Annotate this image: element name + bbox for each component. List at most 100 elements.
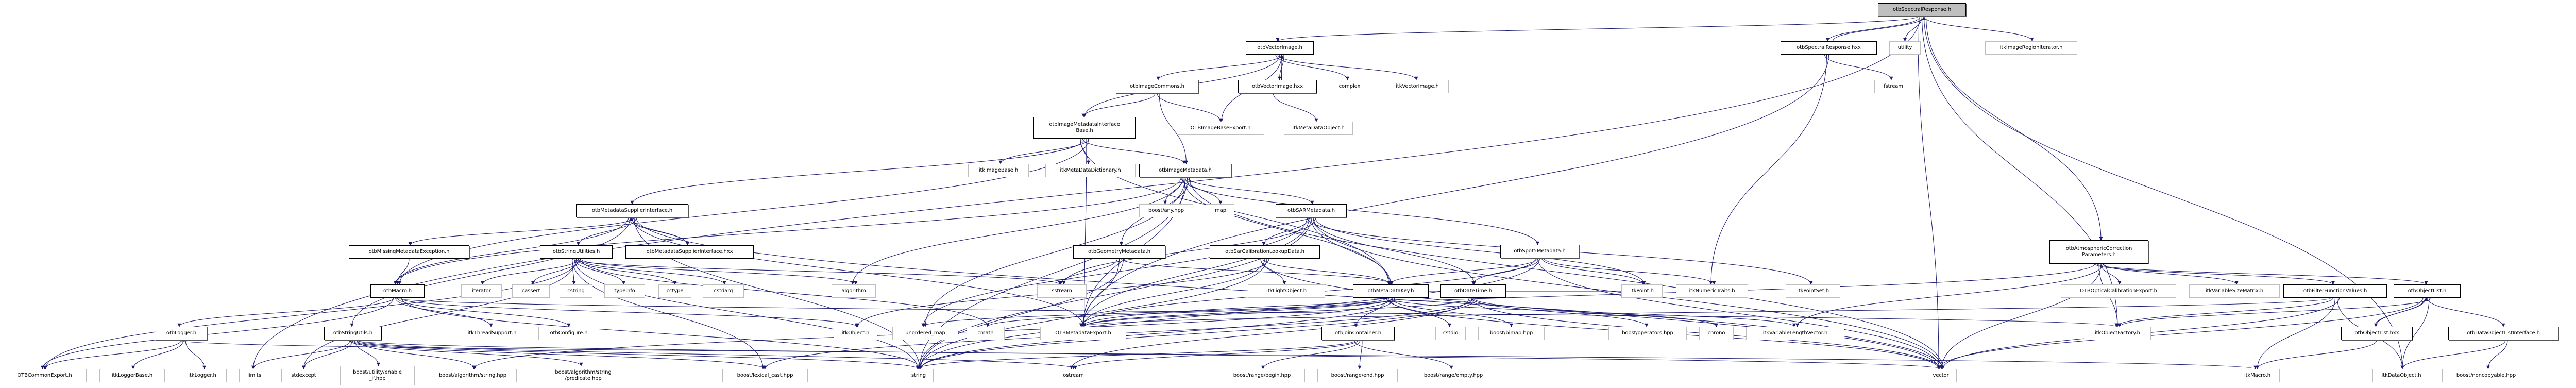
graph-node-strutils[interactable]: otbStringUtils.h — [324, 327, 382, 340]
edge-join-to-ostream — [1072, 340, 1359, 369]
graph-node-cctype: cctype — [658, 284, 691, 298]
edge-spot5-to-itknumtraits — [1544, 258, 1716, 285]
edge-strutilities-to-typeinfo — [574, 258, 625, 285]
graph-node-ffv[interactable]: otbFilterFunctionValues.h — [2283, 284, 2387, 298]
graph-node-operators: boost/operators.hpp — [1608, 327, 1687, 340]
graph-node-itkiri: itkImageRegionIterator.h — [1985, 41, 2077, 55]
edge-mdkey-to-cstdio — [1388, 297, 1451, 327]
edge-imgmd-to-algorithm — [851, 177, 1183, 285]
edge-root-to-itkiri — [1924, 16, 2034, 42]
graph-node-geommd[interactable]: otbGeometryMetadata.h — [1073, 245, 1165, 259]
edge-imgmd-to-vector — [1189, 177, 1945, 369]
edge-strutilities-to-cmath — [580, 258, 990, 327]
graph-node-map: map — [1207, 204, 1234, 217]
graph-node-string: string — [904, 369, 934, 382]
graph-node-itkdataobj: itkDataObject.h — [2372, 369, 2430, 382]
edge-srhxx-to-root — [1833, 16, 1926, 42]
graph-node-itkobjfac: itkObjectFactory.h — [2084, 327, 2151, 340]
edge-sarcal-to-vector — [1260, 258, 1941, 369]
edge-strutils-to-limits — [251, 340, 351, 369]
edge-macro-to-itkobjfac — [395, 297, 2118, 327]
graph-node-rend: boost/range/end.hpp — [1317, 369, 1398, 382]
edge-root-to-limits — [251, 16, 1920, 369]
graph-node-macro[interactable]: otbMacro.h — [370, 284, 425, 298]
edge-imgcommons-to-otbimgexp — [1157, 93, 1223, 122]
graph-node-vecimghxx[interactable]: otbVectorImage.hxx — [1238, 80, 1317, 93]
graph-node-algstring: boost/algorithm/string.hpp — [429, 369, 517, 382]
edge-srhxx-to-fstream — [1824, 54, 1893, 80]
edge-mdkey-to-otbmdexp — [1082, 297, 1393, 327]
edge-macro-to-logger — [177, 297, 394, 327]
graph-node-rbegin: boost/range/begin.hpp — [1219, 369, 1305, 382]
graph-node-missing[interactable]: otbMissingMetadataException.h — [349, 245, 469, 259]
edge-sarmd-to-otbmdexp — [1080, 217, 1310, 327]
graph-node-objlist[interactable]: otbObjectList.h — [2394, 284, 2461, 298]
graph-node-objlisthxx[interactable]: otbObjectList.hxx — [2341, 327, 2413, 340]
graph-node-sarcal[interactable]: otbSarCalibrationLookupData.h — [1210, 245, 1320, 259]
graph-node-msi[interactable]: otbMetadataSupplierInterface.h — [576, 204, 688, 217]
graph-node-strutilities[interactable]: otbStringUtilities.h — [540, 245, 613, 259]
edge-imib-to-macro — [398, 138, 1089, 285]
edge-objlisthxx-to-objlist — [2375, 297, 2428, 327]
graph-node-otbimgexp: OTBImageBaseExport.h — [1177, 122, 1264, 135]
edge-msihxx-to-msi — [629, 217, 688, 246]
graph-node-logger[interactable]: otbLogger.h — [156, 327, 207, 340]
graph-node-cstdarg: cstdarg — [703, 284, 744, 298]
graph-node-dolint[interactable]: otbDataObjectListInterface.h — [2448, 327, 2558, 340]
graph-node-boostany: boost/any.hpp — [1139, 204, 1193, 217]
edge-mdkey-to-cmath — [986, 297, 1395, 327]
edge-mdkey-to-bimap — [1391, 297, 1513, 327]
graph-node-utility: utility — [1889, 41, 1921, 55]
graph-node-msihxx[interactable]: otbMetadataSupplierInterface.hxx — [625, 245, 754, 259]
graph-node-itkvecimg: itkVectorImage.h — [1386, 80, 1449, 93]
edge-msi-to-otbmdexp — [632, 217, 1085, 327]
graph-node-srhxx[interactable]: otbSpectralResponse.hxx — [1781, 41, 1877, 55]
edge-strutils-to-algpred — [348, 340, 583, 366]
graph-node-iterator: iterator — [461, 284, 502, 298]
graph-node-root[interactable]: otbSpectralResponse.h — [1878, 3, 1966, 16]
graph-node-spot5[interactable]: otbSpot5Metadata.h — [1500, 245, 1579, 258]
edge-atmo-to-objlist — [2096, 263, 2428, 285]
graph-node-chrono: chrono — [1699, 327, 1734, 340]
edge-root-to-vecimg — [1276, 16, 1918, 42]
edge-datetime-to-otbmdexp — [1082, 297, 1476, 327]
graph-node-atmo[interactable]: otbAtmosphericCorrection Parameters.h — [2049, 240, 2148, 264]
edge-strutils-to-vector — [354, 340, 1943, 369]
graph-node-itkpoint: itkPoint.h — [1621, 284, 1663, 298]
graph-node-umap: unordered_map — [892, 327, 958, 340]
edge-atmo-to-itkvsm — [2103, 263, 2239, 285]
edge-sarcal-to-string — [918, 258, 1267, 369]
edge-objlist-to-dolint — [2427, 297, 2505, 327]
edge-spot5-to-string — [917, 258, 1540, 369]
edge-strutilities-to-otbcommonexp — [44, 258, 579, 369]
graph-node-vector: vector — [1925, 369, 1957, 382]
graph-node-sstream: sstream — [1037, 284, 1087, 298]
edge-strutils-to-enableif — [354, 340, 380, 366]
edge-root-to-atmo — [1926, 16, 2103, 241]
edge-imib-to-msi — [630, 138, 1085, 205]
graph-node-itkmdo: itkMetaDataObject.h — [1284, 122, 1353, 135]
graph-node-join[interactable]: otbJoinContainer.h — [1321, 327, 1395, 340]
edge-geommd-to-sstream — [1059, 258, 1117, 285]
edge-vecimghxx-to-itkmdo — [1273, 93, 1318, 122]
edge-root-to-itkdataobj — [1924, 16, 2404, 369]
graph-node-imib[interactable]: otbImageMetadataInterface Base.h — [1033, 117, 1136, 139]
edge-strutilities-to-string — [574, 258, 920, 369]
edge-strutilities-to-cctype — [576, 258, 677, 285]
graph-node-vecimg[interactable]: otbVectorImage.h — [1246, 41, 1314, 55]
graph-node-otbmdexp: OTBMetadataExport.h — [1040, 327, 1126, 340]
edge-sarcal-to-itklight — [1260, 258, 1286, 285]
edge-msi-to-strutils — [350, 217, 631, 327]
graph-node-datetime[interactable]: otbDateTime.h — [1440, 284, 1506, 298]
graph-node-itkobject: itkObject.h — [834, 327, 877, 340]
edge-macro-to-otbcommonexp — [41, 297, 394, 369]
graph-node-itkvsm: itkVariableSizeMatrix.h — [2189, 284, 2280, 298]
graph-node-mdkey[interactable]: otbMetaDataKey.h — [1353, 284, 1429, 298]
edge-atmo-to-itkvlv — [1795, 263, 2104, 327]
edge-geommd-to-string — [919, 258, 1124, 369]
graph-node-imgcommons[interactable]: otbImageCommons.h — [1116, 80, 1198, 93]
edge-imgcommons-to-imgmd — [1159, 93, 1188, 164]
graph-node-imgmd[interactable]: otbImageMetadata.h — [1139, 164, 1231, 177]
graph-node-sarmd[interactable]: otbSARMetadata.h — [1276, 204, 1347, 217]
